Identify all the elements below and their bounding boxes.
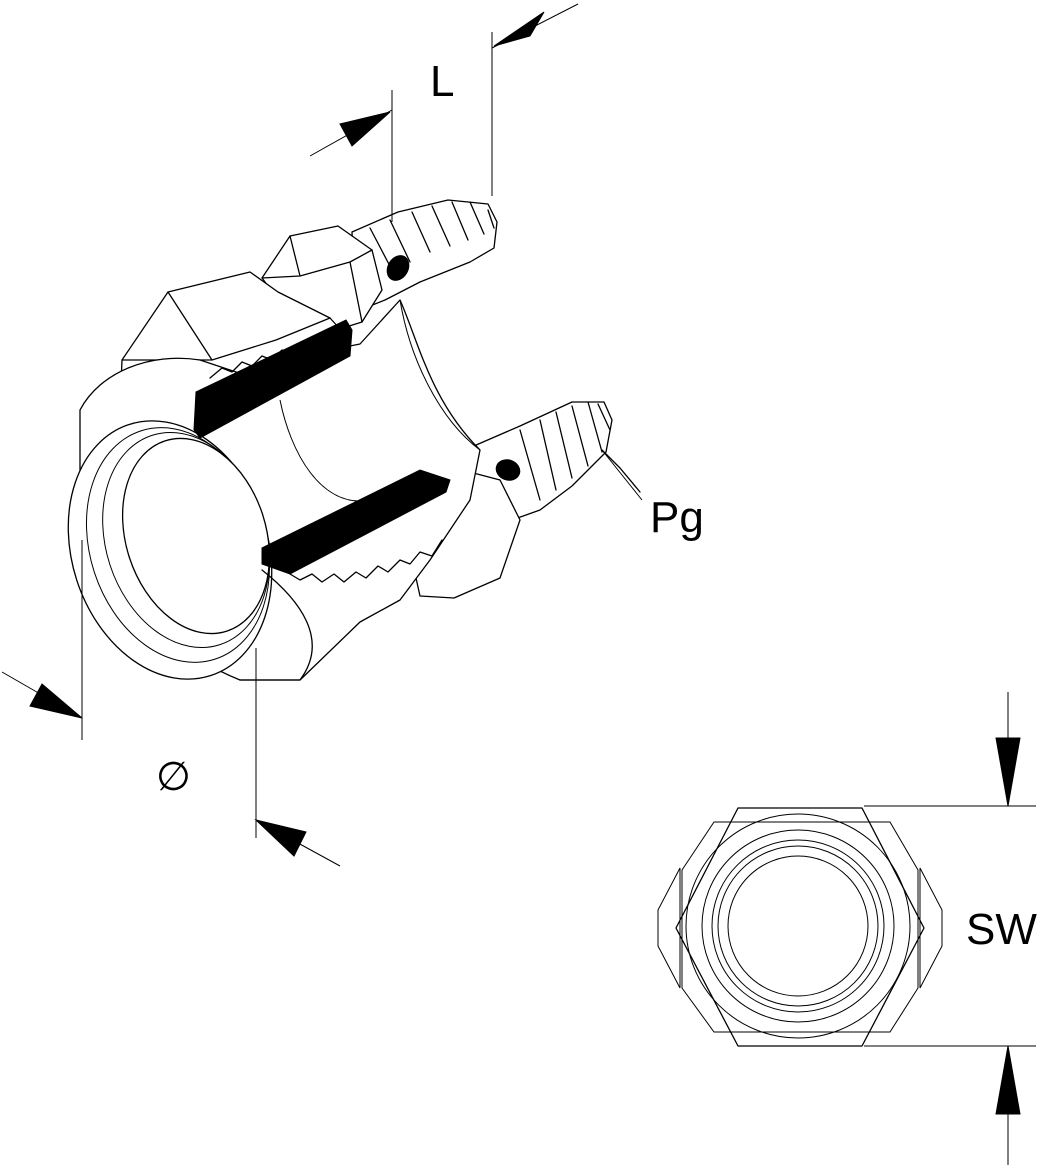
label-L: L <box>430 57 454 106</box>
label-Pg: Pg <box>650 493 704 542</box>
hex-ring-outer <box>685 813 911 1039</box>
hex-outline <box>675 807 925 1047</box>
dimension-diameter <box>1 540 341 867</box>
arrow-diameter-right <box>254 819 307 857</box>
seal-insert-upper <box>193 319 353 439</box>
hex-front-view <box>657 807 943 1047</box>
seal-insert-lower <box>261 469 451 575</box>
dimension-SW <box>864 692 1036 1165</box>
arrow-diameter-left <box>29 683 83 719</box>
arrow-L-right <box>493 11 545 47</box>
hex-bore <box>727 855 869 997</box>
dimension-Pg <box>601 449 643 501</box>
label-SW: SW <box>966 905 1037 954</box>
label-diameter: ∅ <box>156 755 191 799</box>
arrow-SW-bottom <box>995 1045 1021 1115</box>
gland-cutaway-view <box>67 199 641 681</box>
arrow-SW-top <box>995 737 1021 807</box>
arrow-L-left <box>339 111 391 147</box>
bore-inner-wall <box>279 299 481 502</box>
ring-bore <box>121 437 271 635</box>
thread-tail-upper <box>351 199 498 313</box>
dimension-L <box>309 3 579 222</box>
